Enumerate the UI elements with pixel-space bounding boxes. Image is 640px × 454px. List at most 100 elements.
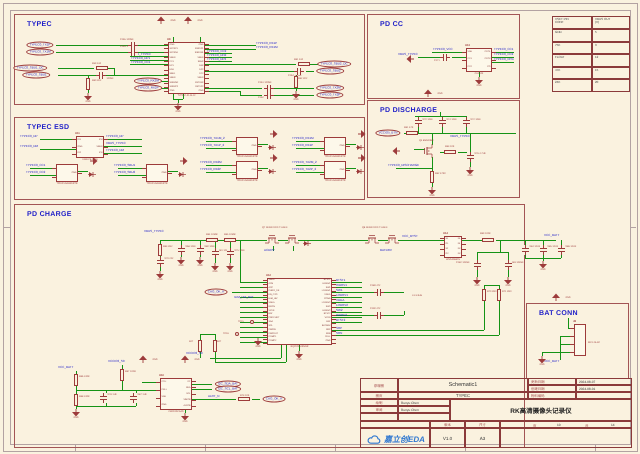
tb-drawn-label: 绘制 (360, 399, 398, 406)
wire (240, 302, 267, 303)
net-label: VCC_BATT (58, 364, 74, 369)
diode (268, 138, 276, 150)
tb-drawn-value: Runyu Chen (398, 399, 450, 406)
net-label: TYPEC0_DP2 (207, 56, 227, 61)
ic-pin (205, 78, 209, 80)
ic-name: TPD2EUSB30DRTR (146, 183, 168, 185)
net-port: TYPEC0_TX2P (316, 91, 344, 99)
component-ref: R61 510 (294, 57, 304, 61)
wire (130, 60, 168, 61)
ic-pin (492, 67, 496, 69)
ic-ref: U12 (266, 273, 271, 277)
net-label: ACDRV (264, 248, 275, 252)
capacitor (438, 117, 446, 127)
capacitor (177, 245, 185, 255)
wire (76, 406, 136, 407)
ic-pin (168, 172, 172, 174)
component-ref: 4K7 (189, 340, 194, 343)
gnd-symbol: GND (82, 93, 94, 105)
ic-body (160, 378, 192, 410)
gnd-symbol: GND (537, 261, 549, 273)
ic-pin (156, 389, 160, 391)
ic-pin-names: GND (339, 145, 345, 147)
ic-pin-names: D1 D1 D2 D2 (457, 238, 461, 255)
ic-body (236, 137, 258, 155)
wire (78, 171, 88, 172)
net-port: I2C_SCL_BAT (215, 385, 241, 393)
wire (432, 182, 433, 187)
wire (240, 327, 267, 328)
gnd-symbol: GND (224, 263, 236, 275)
wire (88, 75, 89, 79)
ic-pin (440, 254, 444, 256)
capacitor (129, 393, 137, 403)
ic-pin (164, 48, 168, 49)
ic-pin (192, 400, 196, 401)
wire (496, 240, 556, 241)
ic-pin (320, 174, 324, 175)
ic-body (574, 324, 586, 356)
wire (492, 62, 514, 63)
gnd-symbol: GND (179, 413, 191, 425)
ic-pin (104, 139, 108, 141)
diode (88, 165, 96, 177)
net-port: TYPEC0_TX1P (26, 41, 54, 49)
ic-pin (332, 279, 336, 281)
ic-pin (570, 335, 574, 337)
ic-pin (72, 139, 76, 141)
component-ref: C165 100NF (120, 37, 134, 41)
resistor (206, 237, 218, 243)
wire (30, 175, 56, 176)
wire (183, 94, 184, 99)
ic-pin-names: BTST1 HIDRV1 SW1 LODRV1 VDDA PGND LODRV2… (321, 279, 331, 343)
ic-pin (232, 141, 236, 142)
section-typec: TYPEC (14, 14, 365, 105)
net-label: TYPEC0_TX2P_2 (292, 167, 317, 171)
ic-pin (440, 243, 444, 245)
gnd-symbol: GND (209, 263, 221, 275)
component-ref: C172 104F (469, 118, 481, 121)
ic-pin (192, 393, 196, 395)
wire (76, 390, 160, 391)
ic-pin-names: OT SDA SCL VINITB ALRTB (183, 381, 191, 407)
gnd-symbol (392, 144, 412, 155)
wire (306, 71, 314, 72)
wire (240, 95, 262, 96)
ic-pin (205, 56, 209, 58)
wire (104, 139, 142, 140)
ic-pin (78, 172, 82, 174)
wire (205, 71, 294, 72)
ic-pin (492, 59, 496, 61)
tb-page-value: 10 (557, 423, 561, 427)
wire (240, 312, 267, 313)
net-label: TYPEC0_RX2P (200, 167, 222, 171)
wire (479, 72, 480, 77)
ic-pin (52, 177, 56, 178)
wire (296, 165, 324, 166)
wire (332, 322, 362, 323)
net-label: TYPEC0_DP (20, 134, 38, 138)
vset-cell: 12 (592, 54, 630, 67)
wire (205, 45, 256, 46)
wire (296, 172, 324, 173)
ic-pin (164, 82, 168, 84)
ic-pin (332, 334, 336, 336)
wire (542, 352, 543, 356)
net-label: TYPEC0_VCC (433, 47, 453, 51)
component-ref: C181 104F (217, 249, 229, 252)
ic-pin (462, 67, 466, 69)
wire (273, 246, 274, 251)
wire (240, 337, 267, 338)
gnd-symbol: GND (157, 16, 179, 32)
wire (160, 81, 168, 82)
ic-pin-names: CTLI CELL VDD GND (161, 381, 167, 406)
wire (560, 336, 574, 337)
component-ref: C161 100NF (258, 80, 272, 84)
wire (398, 240, 444, 241)
ic-pin (164, 56, 168, 58)
gnd-symbol (180, 157, 192, 176)
gnd-symbol: GND (473, 77, 485, 89)
ic-pin-names: VBUS ACN ACP CHRG_OK EN_OTG ILIM_HIZ VDD… (268, 279, 280, 343)
wire (499, 285, 500, 335)
